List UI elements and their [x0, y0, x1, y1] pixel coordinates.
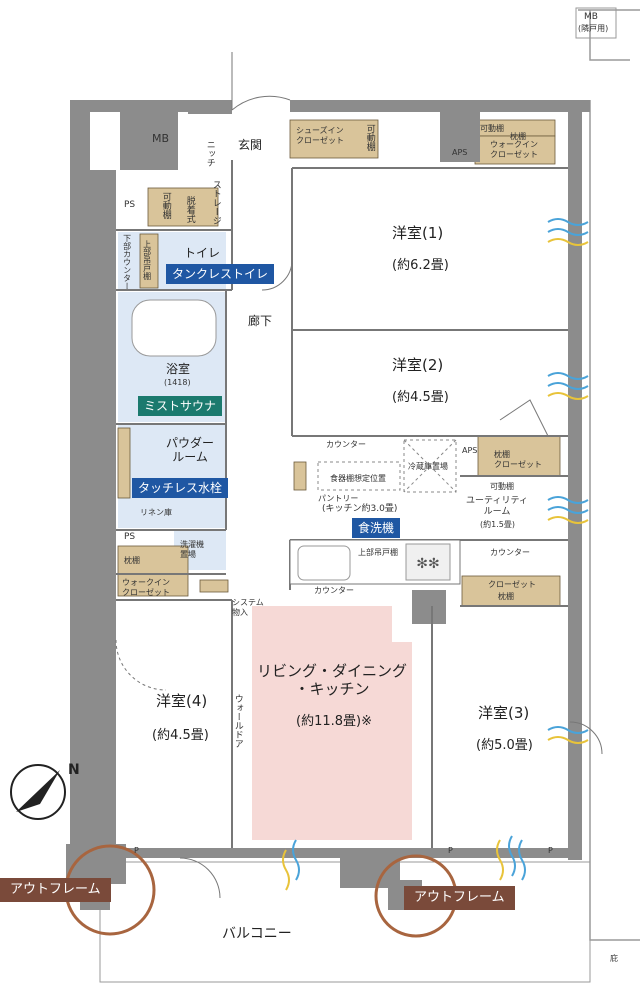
movable-shelf-label-1: 可動棚 — [364, 124, 375, 151]
walkin-closet-label-2: ウォークイン クローゼット — [122, 578, 170, 597]
niche-label: ニッチ — [204, 140, 215, 167]
balcony-label: バルコニー — [222, 926, 292, 942]
storage-fills — [117, 119, 561, 607]
aps-label-1: APS — [452, 148, 468, 157]
pillow-shelf-label-2: 枕棚 — [124, 556, 140, 565]
aps-label-2: APS — [462, 446, 478, 455]
upper-cabinet-label-2: 上部吊戸棚 — [358, 548, 398, 557]
p-mark-3: P — [548, 846, 553, 855]
fridge-box — [403, 439, 457, 493]
room-western-3-area: (約5.0畳) — [476, 738, 533, 753]
badge-mist-sauna: ミストサウナ — [138, 396, 223, 416]
counter-label-1: カウンター — [326, 440, 366, 449]
closet-label: クローゼット — [488, 580, 536, 589]
bath-size-label: (1418) — [164, 378, 191, 387]
bath-label: 浴室 — [166, 362, 191, 376]
pillow-shelf-label-3: 枕棚 — [498, 592, 514, 601]
walkin-closet-label-1: ウォークイン クローゼット — [490, 140, 538, 159]
pillow-shelf-label-1: 枕棚 — [510, 132, 526, 141]
movable-shelf-label-3: 可動棚 — [160, 192, 171, 219]
compass-icon — [10, 764, 66, 820]
outframe-tag-right: アウトフレーム — [404, 886, 515, 910]
dish-shelf-label: 食器棚想定位置 — [330, 474, 386, 483]
shoes-closet-label: シューズイン クローゼット — [296, 126, 344, 145]
badge-tankless-toilet: タンクレストイレ — [166, 264, 275, 284]
room-ldk-name: リビング・ダイニング ・キッチン — [256, 662, 407, 698]
outframe-tag-left: アウトフレーム — [0, 878, 111, 902]
mb-top-label: MB — [584, 12, 598, 22]
badge-dishwasher: 食洗機 — [352, 518, 401, 538]
cooktop-burners: ✻✻ — [416, 556, 439, 572]
walls — [66, 100, 590, 910]
utility-label: ユーティリティ ルーム — [466, 496, 528, 517]
room-western-4-name: 洋室(4) — [156, 692, 208, 710]
room-western-1-name: 洋室(1) — [392, 224, 444, 242]
room-western-2-area: (約4.5畳) — [392, 390, 449, 405]
bathtub — [131, 299, 217, 357]
neighbour-mb-box — [575, 7, 617, 39]
room-western-1-area: (約6.2畳) — [392, 258, 449, 273]
p-mark-1: P — [134, 846, 139, 855]
hallway-label: 廊下 — [248, 314, 273, 328]
closet-pillow-label: 枕棚 クローゼット — [494, 450, 542, 469]
upper-cabinet-label: 上部吊戸棚 — [142, 240, 152, 280]
detachable-label: 脱着式 — [184, 196, 195, 223]
washer-label: 洗濯機 置場 — [180, 540, 204, 559]
linen-label: リネン庫 — [140, 508, 172, 517]
compass-letter: N — [68, 762, 80, 778]
pantry-label: パントリー — [318, 494, 359, 503]
badge-touchless-faucet: タッチレス水栓 — [132, 478, 229, 498]
dish-shelf-box — [317, 461, 401, 491]
neighbour-wall — [578, 9, 640, 941]
lower-counter-label: 下部カウンター — [122, 234, 132, 290]
doors — [115, 52, 603, 899]
room-western-4-area: (約4.5畳) — [152, 728, 209, 743]
mb-top-sub-label: (隣戸用) — [578, 24, 609, 33]
cooktop — [405, 543, 451, 581]
utility-area-label: (約1.5畳) — [480, 520, 515, 529]
movable-shelf-label-2: 可動棚 — [480, 124, 504, 133]
counter-label-3: カウンター — [490, 548, 530, 557]
storage-label: ストレージ — [210, 180, 221, 225]
kitchen-area-label: (キッチン約3.0畳) — [322, 504, 398, 514]
counter-label-2: カウンター — [314, 586, 354, 595]
system-storage-label: システム 物入 — [232, 598, 264, 617]
movable-shelf-label-4: 可動棚 — [490, 482, 514, 491]
powder-fill — [118, 424, 226, 528]
toilet-label: トイレ — [184, 246, 221, 260]
room-ldk-area: (約11.8畳)※ — [296, 714, 372, 729]
fridge-label: 冷蔵庫置場 — [408, 462, 448, 471]
powder-room-label: パウダー ルーム — [166, 436, 215, 465]
mb-left-label: MB — [152, 132, 170, 145]
vent-symbols — [282, 218, 589, 891]
sink — [297, 545, 351, 581]
ps-label-1: PS — [124, 200, 136, 210]
room-western-3-name: 洋室(3) — [478, 704, 530, 722]
ps-label-2: PS — [124, 532, 136, 542]
wall-door-label: ウォールドア — [232, 694, 243, 748]
ldk-fill — [252, 606, 412, 840]
eave-label: 庇 — [610, 954, 618, 963]
genkan-label: 玄関 — [238, 138, 263, 152]
p-mark-2: P — [448, 846, 453, 855]
room-western-2-name: 洋室(2) — [392, 356, 444, 374]
